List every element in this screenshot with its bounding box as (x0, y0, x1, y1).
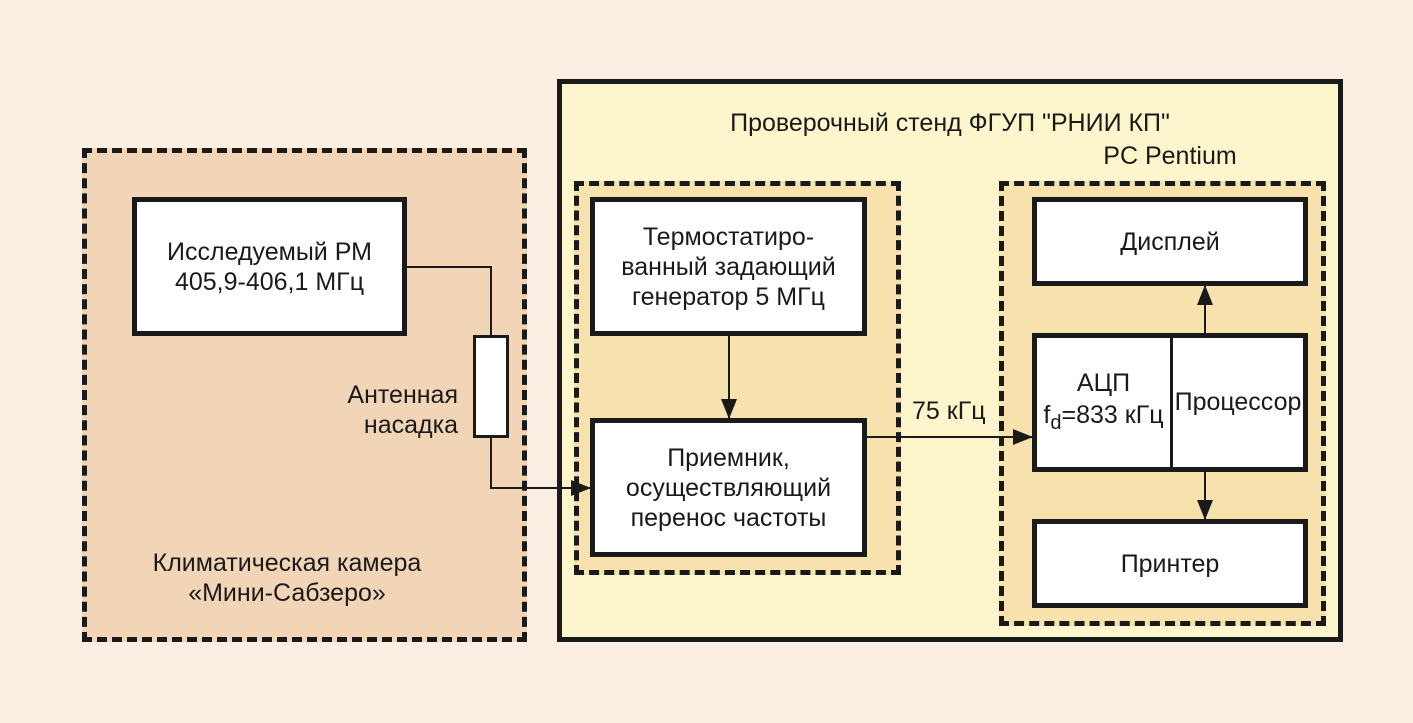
rm-block: Исследуемый РМ 405,9-406,1 МГц (132, 197, 407, 336)
rm-to-antenna-line (407, 266, 492, 335)
adc-label: АЦП (1076, 368, 1131, 397)
climate-chamber-label: Климатическая камера «Мини-Сабзеро» (152, 549, 422, 607)
processor-section: Процессор (1173, 338, 1303, 467)
processor-label: Процессор (1174, 388, 1302, 416)
adc-freq-symbol: f (1043, 400, 1051, 429)
display-block: Дисплей (1032, 197, 1308, 286)
adc-freq-value: =833 кГц (1061, 400, 1164, 429)
if-frequency-label: 75 кГц (912, 397, 986, 425)
test-stand-title: Проверочный стенд ФГУП "РНИИ КП" (730, 109, 1170, 137)
antenna-attachment (473, 335, 509, 438)
adc-section: АЦП fd=833 кГц (1037, 338, 1170, 467)
adc-freq-subscript: d (1050, 411, 1062, 434)
generator-block: Термостатиро- ванный задающий генератор … (590, 197, 867, 336)
receiver-block: Приемник, осуществляющий перенос частоты (590, 418, 867, 557)
adc-processor-divider (1170, 338, 1173, 467)
adc-sampling-frequency: fd=833 кГц (1043, 399, 1163, 439)
adc-processor-block: АЦП fd=833 кГц Процессор (1032, 333, 1308, 472)
antenna-to-receiver-arrow (490, 438, 591, 496)
printer-block: Принтер (1032, 519, 1308, 608)
pc-pentium-label: PC Pentium (1103, 142, 1237, 170)
antenna-label: Антенная насадка (347, 381, 458, 439)
